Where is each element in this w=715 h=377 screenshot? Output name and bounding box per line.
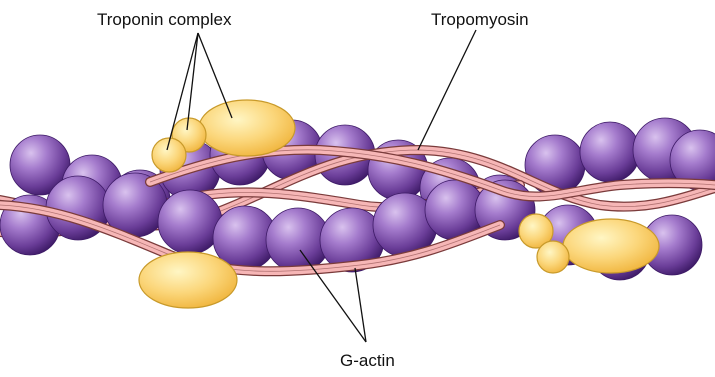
troponin-t <box>537 241 569 273</box>
leader-line <box>355 268 366 342</box>
troponin-complex-right <box>519 214 659 273</box>
g-actin-monomer <box>580 122 640 182</box>
troponin-c <box>563 219 659 273</box>
g-actin-label: G-actin <box>340 351 395 370</box>
tropomyosin-label: Tropomyosin <box>431 10 529 29</box>
troponin-complex-bottom <box>139 252 237 308</box>
troponin-c <box>139 252 237 308</box>
g-actin-monomer <box>158 190 222 254</box>
troponin-c <box>199 100 295 156</box>
troponin-complex-label: Troponin complex <box>97 10 232 29</box>
leader-line <box>198 33 232 118</box>
tropomyosin-leader <box>418 30 476 150</box>
leader-line <box>187 33 198 130</box>
